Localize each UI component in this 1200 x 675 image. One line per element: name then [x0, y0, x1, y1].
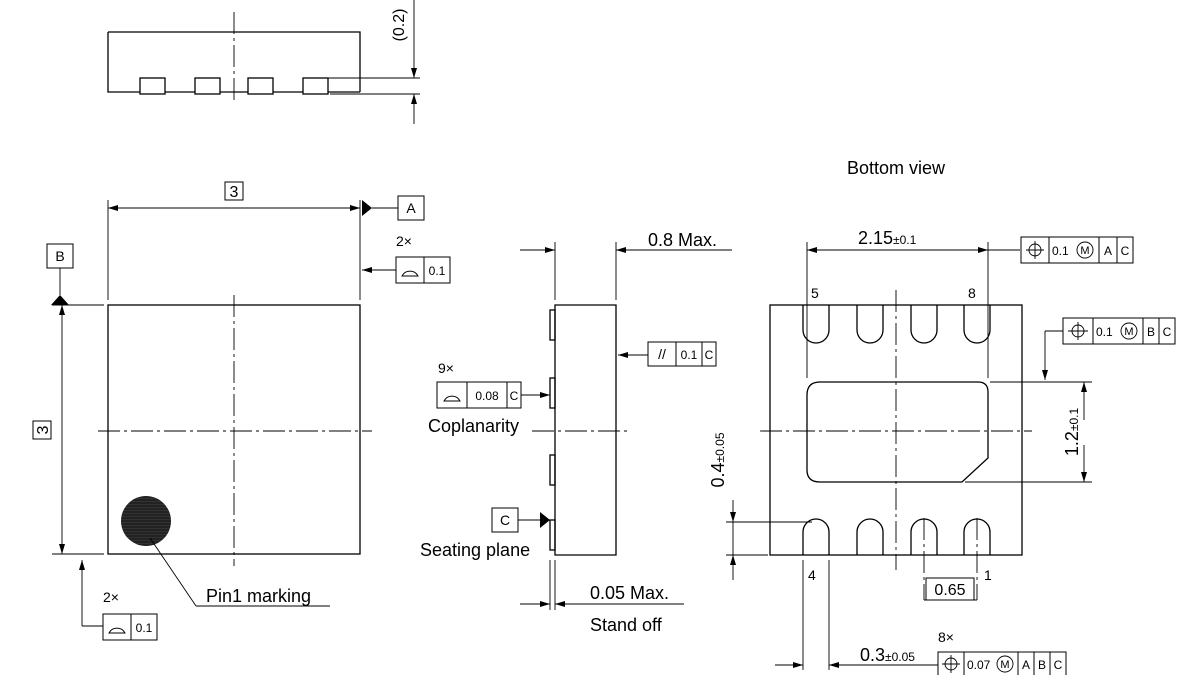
fcf2-value: 0.1: [1096, 325, 1113, 339]
flat-count-bottom: 2×: [103, 589, 119, 605]
bottom-view: Bottom view 5 8 4 1 2.15±0.1: [708, 158, 1176, 675]
exposed-pad: [806, 381, 989, 483]
fcf2-datum1: B: [1147, 325, 1155, 339]
coplanarity-label: Coplanarity: [428, 416, 519, 436]
parallel-symbol: //: [658, 346, 666, 362]
fcf1-datum1: A: [1104, 244, 1112, 258]
fcf1-datum2: C: [1121, 244, 1130, 258]
pin1-marking-dot: [121, 496, 171, 546]
dim-215: 2.15±0.1: [858, 228, 917, 248]
fcf3-datum1: A: [1022, 658, 1030, 672]
dim-02-label: (0.2): [391, 9, 408, 42]
coplanarity-count: 9×: [438, 360, 454, 376]
fcf2-mod: M: [1124, 326, 1133, 338]
coplanarity-datum: C: [510, 389, 519, 403]
dim-04: 0.4±0.05: [708, 432, 728, 487]
datum-a: A: [406, 200, 416, 216]
fcf3-mod: M: [1000, 659, 1009, 671]
pin4-label: 4: [808, 567, 816, 583]
fcf2-datum2: C: [1163, 325, 1172, 339]
fcf1-mod: M: [1080, 245, 1089, 257]
dim-03: 0.3±0.05: [860, 645, 915, 665]
side-view: 0.8 Max. // 0.1 C 9× 0.08 C Coplanarity …: [420, 230, 732, 635]
coplanarity-value: 0.08: [475, 389, 499, 403]
pin5-label: 5: [811, 285, 819, 301]
flat-value-bottom: 0.1: [136, 621, 153, 635]
fcf3-value: 0.07: [967, 658, 991, 672]
parallel-datum: C: [705, 348, 714, 362]
dim-thickness: 0.8 Max.: [648, 230, 717, 250]
dim-height-label: 3: [35, 425, 52, 434]
fcf3-datum3: C: [1054, 658, 1063, 672]
dim-width-label: 3: [230, 184, 239, 201]
dim-12: 1.2±0.1: [1062, 408, 1082, 457]
flat-value-top: 0.1: [429, 264, 446, 278]
standoff-dim: 0.05 Max.: [590, 583, 669, 603]
seating-label: Seating plane: [420, 540, 530, 560]
dim-065: 0.65: [934, 582, 965, 599]
fcf3-datum2: B: [1038, 658, 1046, 672]
pin1-label: 1: [984, 567, 992, 583]
top-view: 3 A 2× 0.1 B 3 2× 0.1: [32, 181, 451, 641]
flat-count-top: 2×: [396, 233, 412, 249]
fcf1-value: 0.1: [1052, 244, 1069, 258]
parallel-value: 0.1: [681, 348, 698, 362]
bottom-view-title: Bottom view: [847, 158, 946, 178]
seating-datum: C: [500, 512, 510, 528]
side-view-top: (0.2): [107, 0, 420, 124]
datum-b: B: [55, 248, 64, 264]
fcf3-count: 8×: [938, 629, 954, 645]
standoff-label: Stand off: [590, 615, 663, 635]
pin8-label: 8: [968, 285, 976, 301]
pin1-marking-label: Pin1 marking: [206, 586, 311, 606]
